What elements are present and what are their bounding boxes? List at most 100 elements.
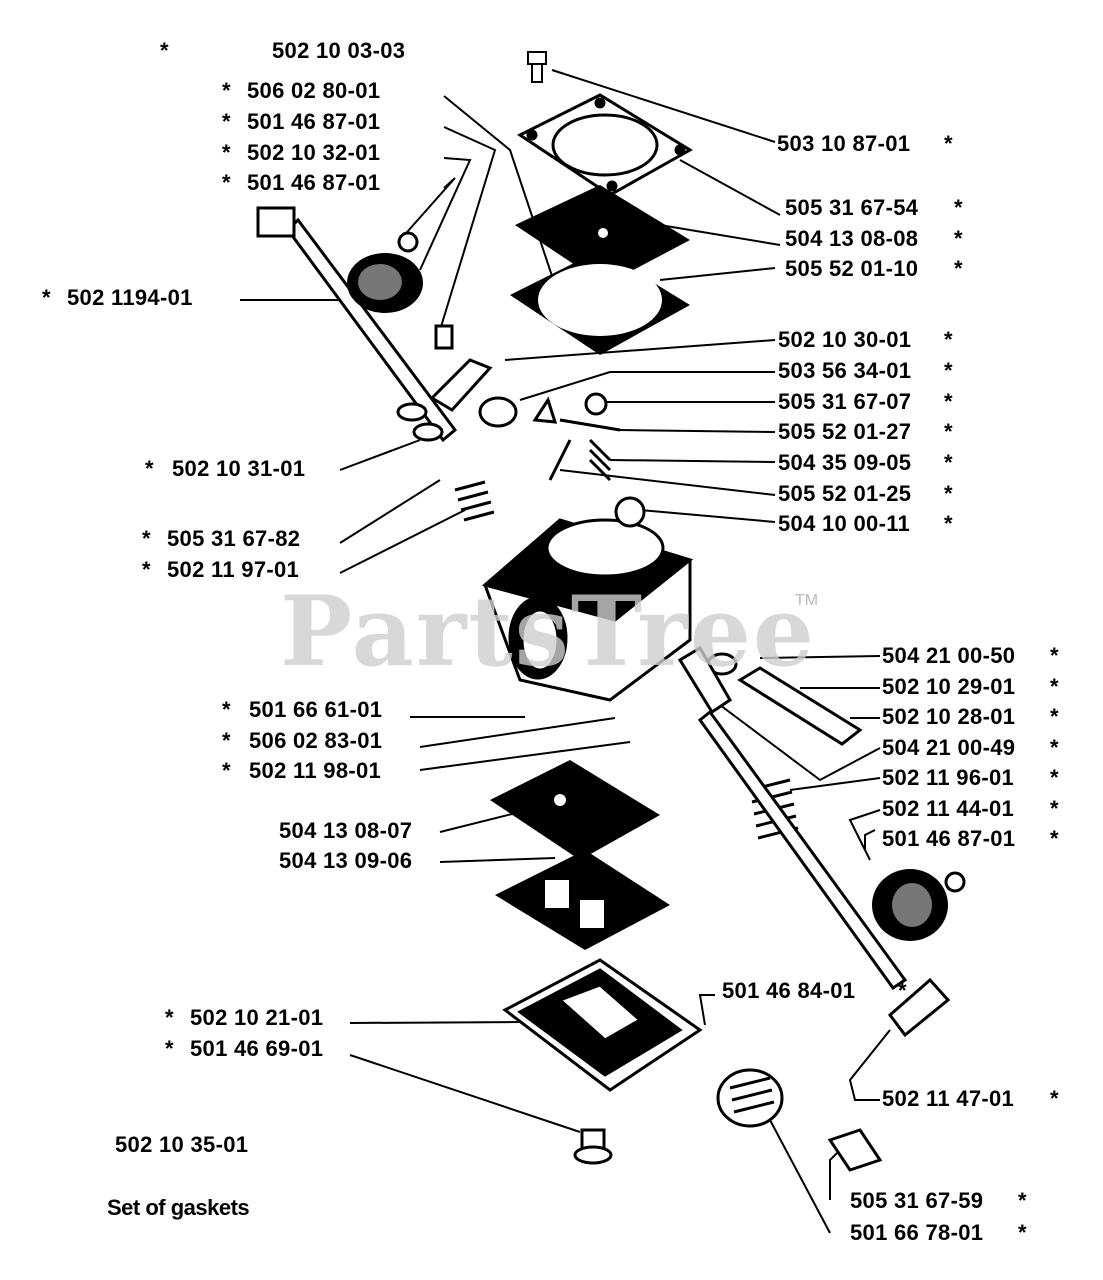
part-label: 502 11 44-01	[882, 796, 1015, 821]
leader-line	[619, 429, 776, 433]
part-label: 502 10 30-01	[778, 327, 912, 352]
part-label: 505 52 01-27	[778, 419, 912, 444]
star-mark: *	[944, 450, 953, 475]
part-label: 502 11 47-01	[882, 1086, 1015, 1111]
leader-line	[519, 371, 775, 401]
leader-line	[789, 777, 881, 791]
throttle-shaft	[256, 206, 458, 443]
star-mark: *	[222, 758, 231, 783]
star-mark: *	[944, 419, 953, 444]
part-label: 502 11 98-01	[249, 758, 382, 783]
leader-line	[864, 829, 876, 850]
star-mark: *	[1050, 826, 1059, 851]
part-label: 502 1194-01	[67, 285, 193, 310]
part-label: 501 46 87-01	[247, 109, 381, 134]
leader-line	[443, 95, 561, 301]
star-mark: *	[165, 1005, 174, 1030]
part-label: 505 52 01-10	[785, 256, 919, 281]
part-label: 503 56 34-01	[778, 358, 912, 383]
part-label: 501 46 69-01	[190, 1036, 324, 1061]
leader-line	[559, 469, 776, 496]
star-mark: *	[954, 195, 963, 220]
lever	[429, 358, 493, 412]
part-label: 501 66 78-01	[850, 1220, 984, 1245]
star-mark: *	[944, 389, 953, 414]
part-label: 503 10 87-01	[777, 131, 911, 156]
star-mark: *	[944, 511, 953, 536]
star-mark: *	[142, 526, 151, 551]
star-mark: *	[944, 358, 953, 383]
part-label: 502 10 32-01	[247, 140, 381, 165]
choke-knob	[872, 869, 966, 941]
leader-line	[339, 439, 421, 471]
leader-line	[698, 994, 715, 1026]
leader-line	[769, 1119, 831, 1234]
part-label: 505 52 01-25	[778, 481, 912, 506]
part-label: 501 66 61-01	[249, 697, 383, 722]
star-mark: *	[42, 285, 51, 310]
leader-line	[349, 1054, 581, 1133]
leader-line	[349, 1021, 521, 1024]
part-label: 505 31 67-07	[778, 389, 912, 414]
bushing	[478, 396, 518, 428]
star-mark: *	[1050, 765, 1059, 790]
star-mark: *	[222, 697, 231, 722]
part-label: 504 21 00-50	[882, 643, 1016, 668]
star-mark: *	[222, 140, 231, 165]
leader-line	[659, 224, 781, 246]
leader-line	[419, 741, 631, 771]
leader-line	[339, 479, 441, 544]
part-label: 504 13 08-08	[785, 226, 919, 251]
part-label: 502 10 31-01	[172, 456, 306, 481]
fuel-screw	[716, 1068, 883, 1172]
star-mark: *	[1050, 735, 1059, 760]
part-label: 504 13 09-06	[279, 848, 413, 873]
star-mark: *	[1018, 1220, 1027, 1245]
leader-line	[679, 159, 781, 216]
part-label: 502 10 35-01	[115, 1132, 249, 1157]
star-mark: *	[222, 170, 231, 195]
watermark: PartsTree	[280, 575, 816, 688]
leader-line	[419, 157, 472, 271]
leader-line	[439, 811, 521, 833]
leader-line	[504, 339, 776, 361]
part-label: 504 21 00-49	[882, 735, 1016, 760]
choke-shaft	[697, 709, 908, 991]
leader-line	[639, 509, 776, 523]
star-mark: *	[944, 327, 953, 352]
star-mark: *	[1050, 643, 1059, 668]
star-mark: *	[1018, 1188, 1027, 1213]
star-mark: *	[222, 78, 231, 103]
trademark-symbol: TM	[795, 592, 819, 609]
part-label: 506 02 83-01	[249, 728, 383, 753]
leader-line	[399, 177, 456, 241]
part-label: 502 10 28-01	[882, 704, 1016, 729]
choke-lever	[887, 977, 951, 1038]
star-mark: *	[944, 131, 953, 156]
adjustment-needles	[677, 645, 863, 746]
metering-diaphragm	[490, 760, 660, 860]
leader-line	[659, 267, 776, 281]
carburetor-body	[481, 496, 694, 702]
part-label: 501 46 84-01	[722, 978, 856, 1003]
star-mark: *	[165, 1036, 174, 1061]
leader-line	[439, 857, 556, 863]
part-label: 502 10 21-01	[190, 1005, 324, 1030]
part-label: 501 46 87-01	[247, 170, 381, 195]
leader-line	[848, 1029, 891, 1101]
metering-gasket	[495, 850, 670, 950]
part-label: 504 13 08-07	[279, 818, 413, 843]
part-label: 502 11 97-01	[167, 557, 300, 582]
part-label: 504 10 00-11	[778, 511, 911, 536]
bottom-screw	[573, 1128, 613, 1165]
leader-line	[699, 689, 881, 782]
part-label: 504 35 09-05	[778, 450, 912, 475]
part-label: 505 31 67-82	[167, 526, 301, 551]
part-label: 502 10 03-03	[272, 38, 406, 63]
small-screw	[434, 324, 454, 350]
part-label: 501 46 87-01	[882, 826, 1016, 851]
leader-line	[551, 69, 776, 143]
part-label: 505 31 67-54	[785, 195, 919, 220]
star-mark: *	[145, 456, 154, 481]
